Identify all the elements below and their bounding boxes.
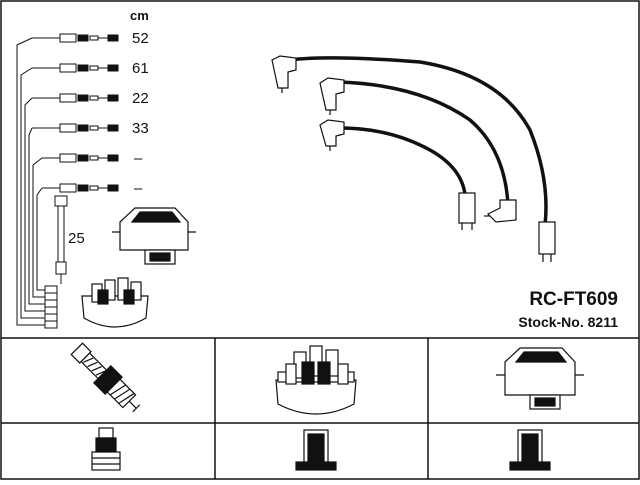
length-label-2: 61 <box>132 60 149 77</box>
spark-plug-terminal-icon <box>91 427 121 471</box>
coil-terminal-icon <box>509 429 551 471</box>
length-label-3: 22 <box>132 90 149 107</box>
coil-lead <box>54 195 68 284</box>
coil-lead-length-label: 25 <box>68 230 85 247</box>
unit-label: cm <box>130 8 149 23</box>
length-label-6: – <box>134 180 143 197</box>
cable-boots <box>271 55 556 262</box>
cable-length-schematic <box>16 37 60 326</box>
distributor-cap-icon <box>275 345 357 415</box>
spark-plug-icon <box>70 342 141 413</box>
rail-end-terminals <box>44 285 58 329</box>
distributor-terminal-icon <box>295 429 337 471</box>
length-label-4: 33 <box>132 120 149 137</box>
lead-connectors <box>59 33 119 193</box>
length-label-1: 52 <box>132 30 149 47</box>
coil-small-icon <box>112 207 196 265</box>
distributor-cap-small-icon <box>81 277 149 328</box>
model-number: RC-FT609 <box>529 289 618 310</box>
ignition-coil-icon <box>496 347 584 410</box>
length-label-5: – <box>134 150 143 167</box>
ignition-cables <box>289 56 548 226</box>
stock-number: Stock-No. 8211 <box>518 314 618 330</box>
